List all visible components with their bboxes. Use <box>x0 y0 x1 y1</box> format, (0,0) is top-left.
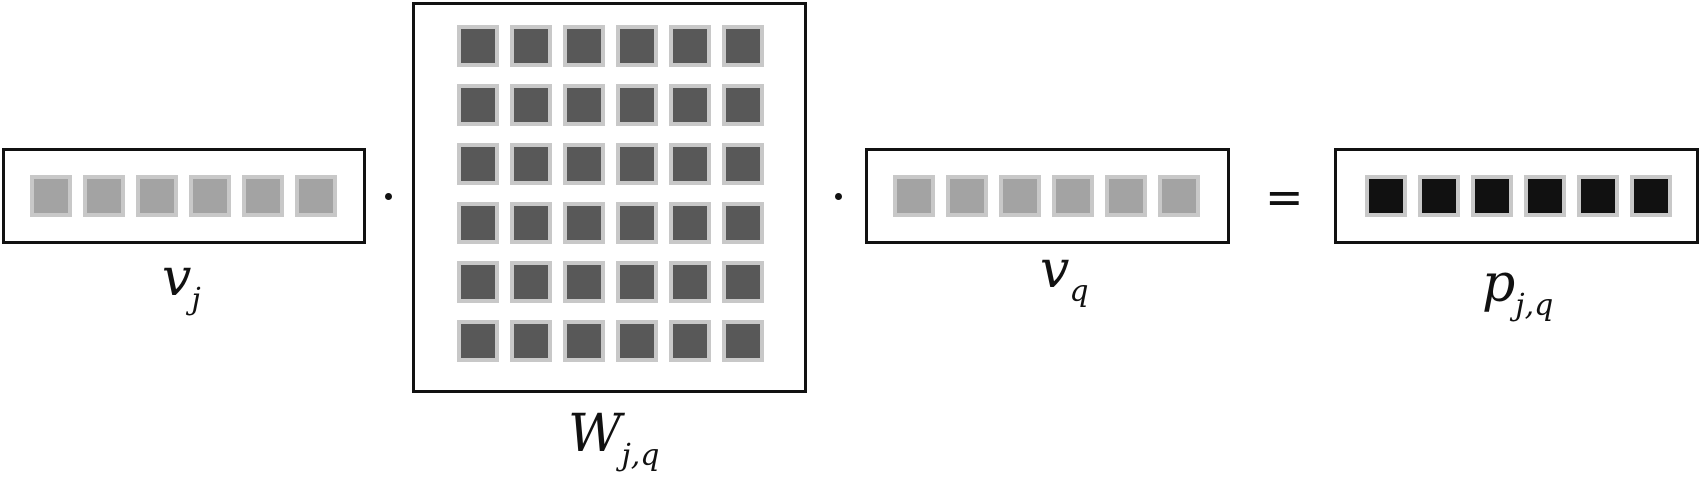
result-vector-cell <box>1577 175 1619 217</box>
right-vector-cell <box>893 175 935 217</box>
matrix-cell <box>457 143 499 185</box>
result-vector-cell <box>1418 175 1460 217</box>
multiply-operator-2 <box>835 193 842 200</box>
matrix-cell <box>510 320 552 362</box>
result-vector-cell <box>1471 175 1513 217</box>
right-vector-box <box>865 148 1230 244</box>
matrix-cell <box>669 143 711 185</box>
matrix-cell <box>616 143 658 185</box>
result-vector-label-sub: j,q <box>1515 288 1554 323</box>
matrix-cell <box>457 202 499 244</box>
matrix-cell <box>510 84 552 126</box>
right-vector-cell <box>1105 175 1147 217</box>
matrix-cell <box>563 261 605 303</box>
matrix-cell <box>669 261 711 303</box>
result-vector-cell <box>1630 175 1672 217</box>
matrix-cell <box>563 25 605 67</box>
right-vector-label: vq <box>1040 244 1089 307</box>
matrix-cell <box>722 143 764 185</box>
left-vector-label-sub: j <box>191 282 201 317</box>
matrix-label-main: W <box>568 404 622 464</box>
matrix-cell <box>563 320 605 362</box>
matrix-cell <box>616 320 658 362</box>
matrix-cell <box>616 84 658 126</box>
matrix-cell <box>563 202 605 244</box>
matrix-cell <box>669 25 711 67</box>
matrix-cell <box>722 320 764 362</box>
result-vector-cell <box>1365 175 1407 217</box>
matrix-cell <box>510 143 552 185</box>
matrix-cell <box>722 202 764 244</box>
right-vector-label-main: v <box>1040 240 1070 300</box>
left-vector-cell <box>189 175 231 217</box>
multiply-operator-1 <box>385 193 392 200</box>
matrix-label-sub: j,q <box>621 438 660 473</box>
left-vector-box <box>2 148 366 244</box>
matrix-cell <box>669 84 711 126</box>
equals-operator: = <box>1265 170 1304 224</box>
left-vector-label: vj <box>162 252 201 315</box>
result-vector-label: pj,q <box>1482 258 1553 321</box>
right-vector-cell <box>1158 175 1200 217</box>
matrix-cell <box>457 320 499 362</box>
right-vector-label-sub: q <box>1069 274 1089 309</box>
matrix-cell <box>457 261 499 303</box>
matrix-box <box>412 2 807 393</box>
matrix-cell <box>722 261 764 303</box>
matrix-cell <box>457 25 499 67</box>
left-vector-cell <box>295 175 337 217</box>
matrix-cell <box>616 261 658 303</box>
result-vector-label-main: p <box>1482 254 1516 314</box>
matrix-cell <box>722 84 764 126</box>
left-vector-cell <box>83 175 125 217</box>
right-vector-cell <box>946 175 988 217</box>
left-vector-label-main: v <box>162 248 192 308</box>
matrix-cell <box>616 25 658 67</box>
matrix-cell <box>669 320 711 362</box>
result-vector-cell <box>1524 175 1566 217</box>
matrix-cell <box>669 202 711 244</box>
right-vector-cell <box>999 175 1041 217</box>
matrix-cell <box>722 25 764 67</box>
matrix-cell <box>510 25 552 67</box>
matrix-label: Wj,q <box>568 408 660 471</box>
matrix-cell <box>563 84 605 126</box>
right-vector-cell <box>1052 175 1094 217</box>
left-vector-cell <box>136 175 178 217</box>
matrix-cell <box>616 202 658 244</box>
matrix-cell <box>457 84 499 126</box>
left-vector-cell <box>30 175 72 217</box>
matrix-cell <box>563 143 605 185</box>
left-vector-cell <box>242 175 284 217</box>
result-vector-box <box>1334 148 1699 244</box>
matrix-cell <box>510 261 552 303</box>
matrix-cell <box>510 202 552 244</box>
